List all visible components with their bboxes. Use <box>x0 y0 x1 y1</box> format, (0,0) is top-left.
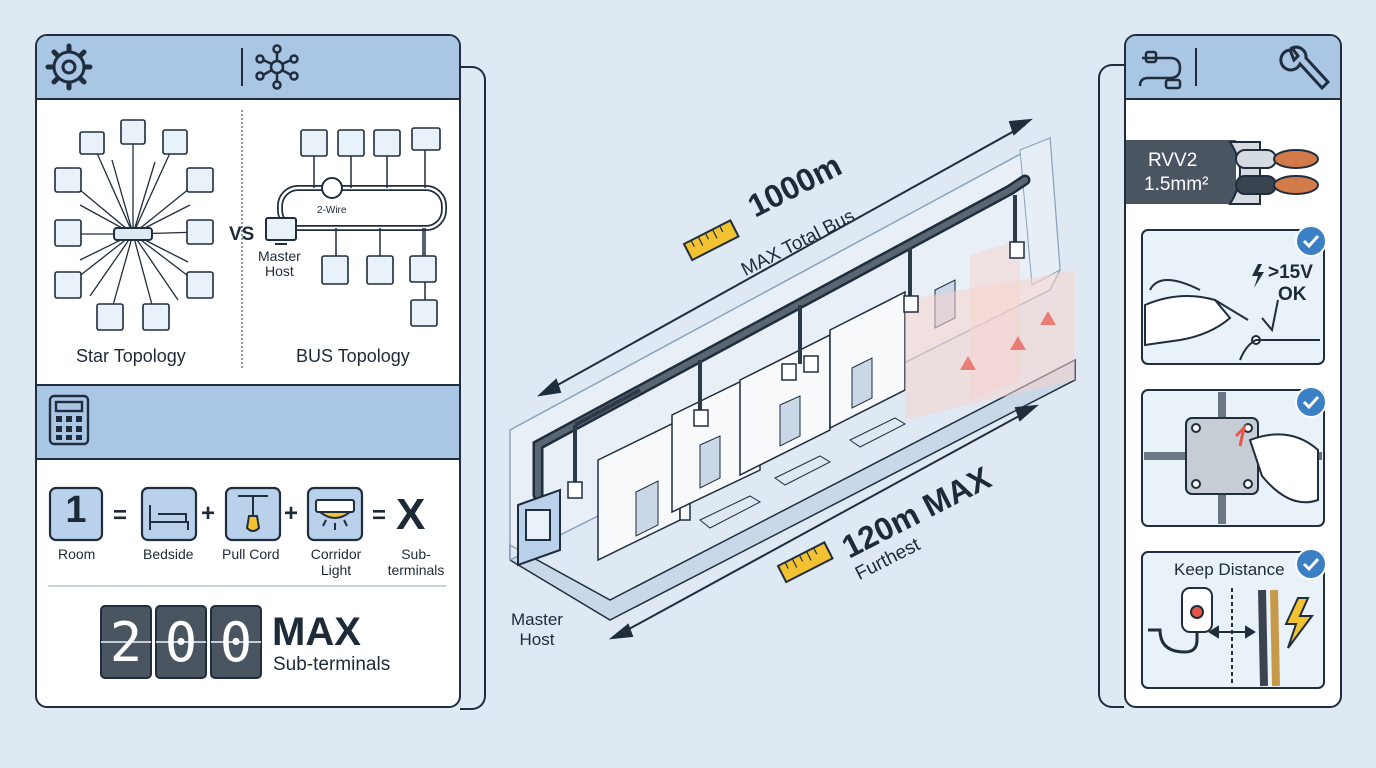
master-host-device <box>517 488 561 567</box>
warning-icons <box>960 311 1056 370</box>
ruler-icon-2 <box>776 541 834 584</box>
left-bracket <box>460 66 486 710</box>
tools-header <box>1126 36 1340 100</box>
bus-master-host-label: Master Host <box>258 248 301 279</box>
vs-label: VS <box>229 224 255 245</box>
right-bracket <box>1098 64 1124 708</box>
pull-cord-label: Pull Cord <box>222 546 280 562</box>
voltage-label: >15V <box>1268 262 1313 283</box>
counter-digit-3: 0 <box>219 611 253 674</box>
star-topology-label: Star Topology <box>76 346 186 366</box>
cable-size-label: 1.5mm² <box>1144 174 1209 195</box>
two-wire-label: 2-Wire <box>317 205 347 216</box>
max-label: MAX <box>272 610 361 654</box>
calc-x-value: X <box>396 490 426 539</box>
max-sub-terminals-label: Sub-terminals <box>273 654 391 675</box>
plus-sign-2: + <box>284 500 299 527</box>
right-panel <box>1124 34 1342 708</box>
calc-header <box>37 384 459 460</box>
room-beds <box>699 417 907 529</box>
counter-digit-1: 2 <box>109 611 143 674</box>
furthest-arrow <box>608 404 1040 640</box>
cable-type-label: RVV2 <box>1148 150 1198 171</box>
equals-sign-1: = <box>113 502 128 529</box>
keep-distance-label: Keep Distance <box>1174 560 1285 579</box>
topology-header <box>37 36 459 100</box>
ok-label: OK <box>1278 284 1307 305</box>
bedside-label: Bedside <box>143 546 194 562</box>
corridor-light-label: Corridor Light <box>310 546 362 578</box>
bus-cable <box>532 174 1031 501</box>
counter-digit-2: 0 <box>164 611 198 674</box>
calc-one-value: 1 <box>65 489 87 531</box>
sub-terminals-label: Sub- terminals <box>387 546 445 578</box>
master-host-label: Master Host <box>511 610 563 649</box>
room-walls <box>597 290 906 562</box>
terminal-boxes <box>567 241 1025 499</box>
bus-topology-label: BUS Topology <box>296 346 410 366</box>
equals-sign-2: = <box>372 502 387 529</box>
left-panel <box>35 34 461 708</box>
room-label: Room <box>58 546 96 562</box>
plus-sign-1: + <box>201 500 216 527</box>
ruler-icon-1 <box>682 219 740 262</box>
